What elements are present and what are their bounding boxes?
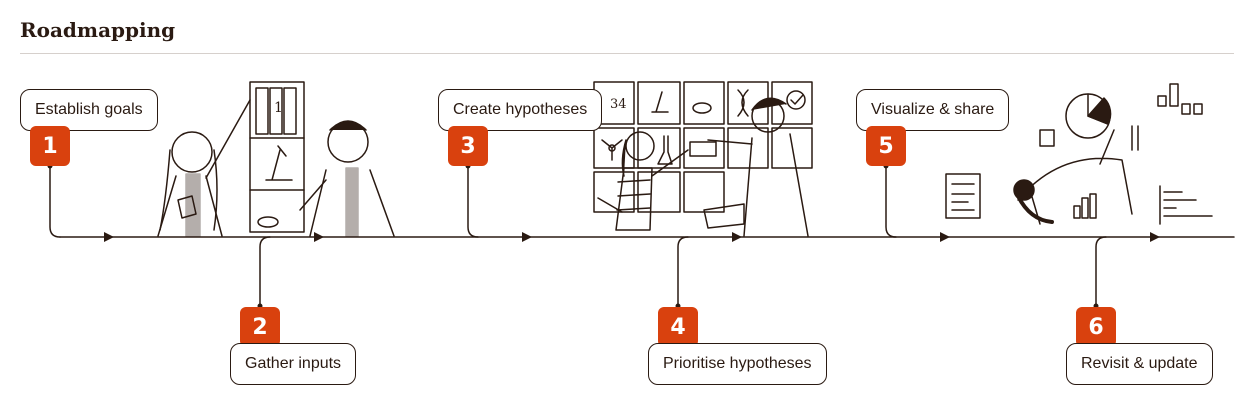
timeline-arrow-icon: [522, 232, 532, 242]
timeline-arrow-icon: [1150, 232, 1160, 242]
step-4-badge: 4: [658, 307, 698, 347]
timeline-arrow-icon: [314, 232, 324, 242]
step-6-label: Revisit & update: [1066, 343, 1213, 385]
connector-step-6: [1095, 236, 1107, 307]
step-2-label: Gather inputs: [230, 343, 357, 385]
step-4-label: Prioritise hypotheses: [648, 343, 827, 385]
step-6-badge: 6: [1076, 307, 1116, 347]
timeline-arrow-icon: [940, 232, 950, 242]
connector-step-1: [49, 165, 61, 238]
card-number: 34: [610, 97, 627, 112]
connector-step-5: [885, 165, 897, 238]
connector-step-4: [677, 236, 689, 307]
step-5-badge: 5: [866, 126, 906, 166]
person-with-charts-illustration: [945, 83, 1213, 225]
connector-step-2: [259, 236, 271, 307]
step-1-badge: 1: [30, 126, 70, 166]
step-1-label: Establish goals: [20, 89, 158, 131]
step-3-badge: 3: [448, 126, 488, 166]
two-people-high-five-illustration: 34: [593, 81, 813, 237]
page-title: Roadmapping: [20, 18, 176, 42]
title-divider: [20, 53, 1234, 54]
connector-step-3: [467, 165, 479, 238]
binder-number: 1: [274, 100, 283, 116]
step-3-label: Create hypotheses: [438, 89, 603, 131]
step-5-label: Visualize & share: [856, 89, 1010, 131]
step-2-badge: 2: [240, 307, 280, 347]
two-people-with-binders-illustration: 1: [157, 81, 395, 237]
timeline-arrow-icon: [732, 232, 742, 242]
timeline-arrow-icon: [104, 232, 114, 242]
